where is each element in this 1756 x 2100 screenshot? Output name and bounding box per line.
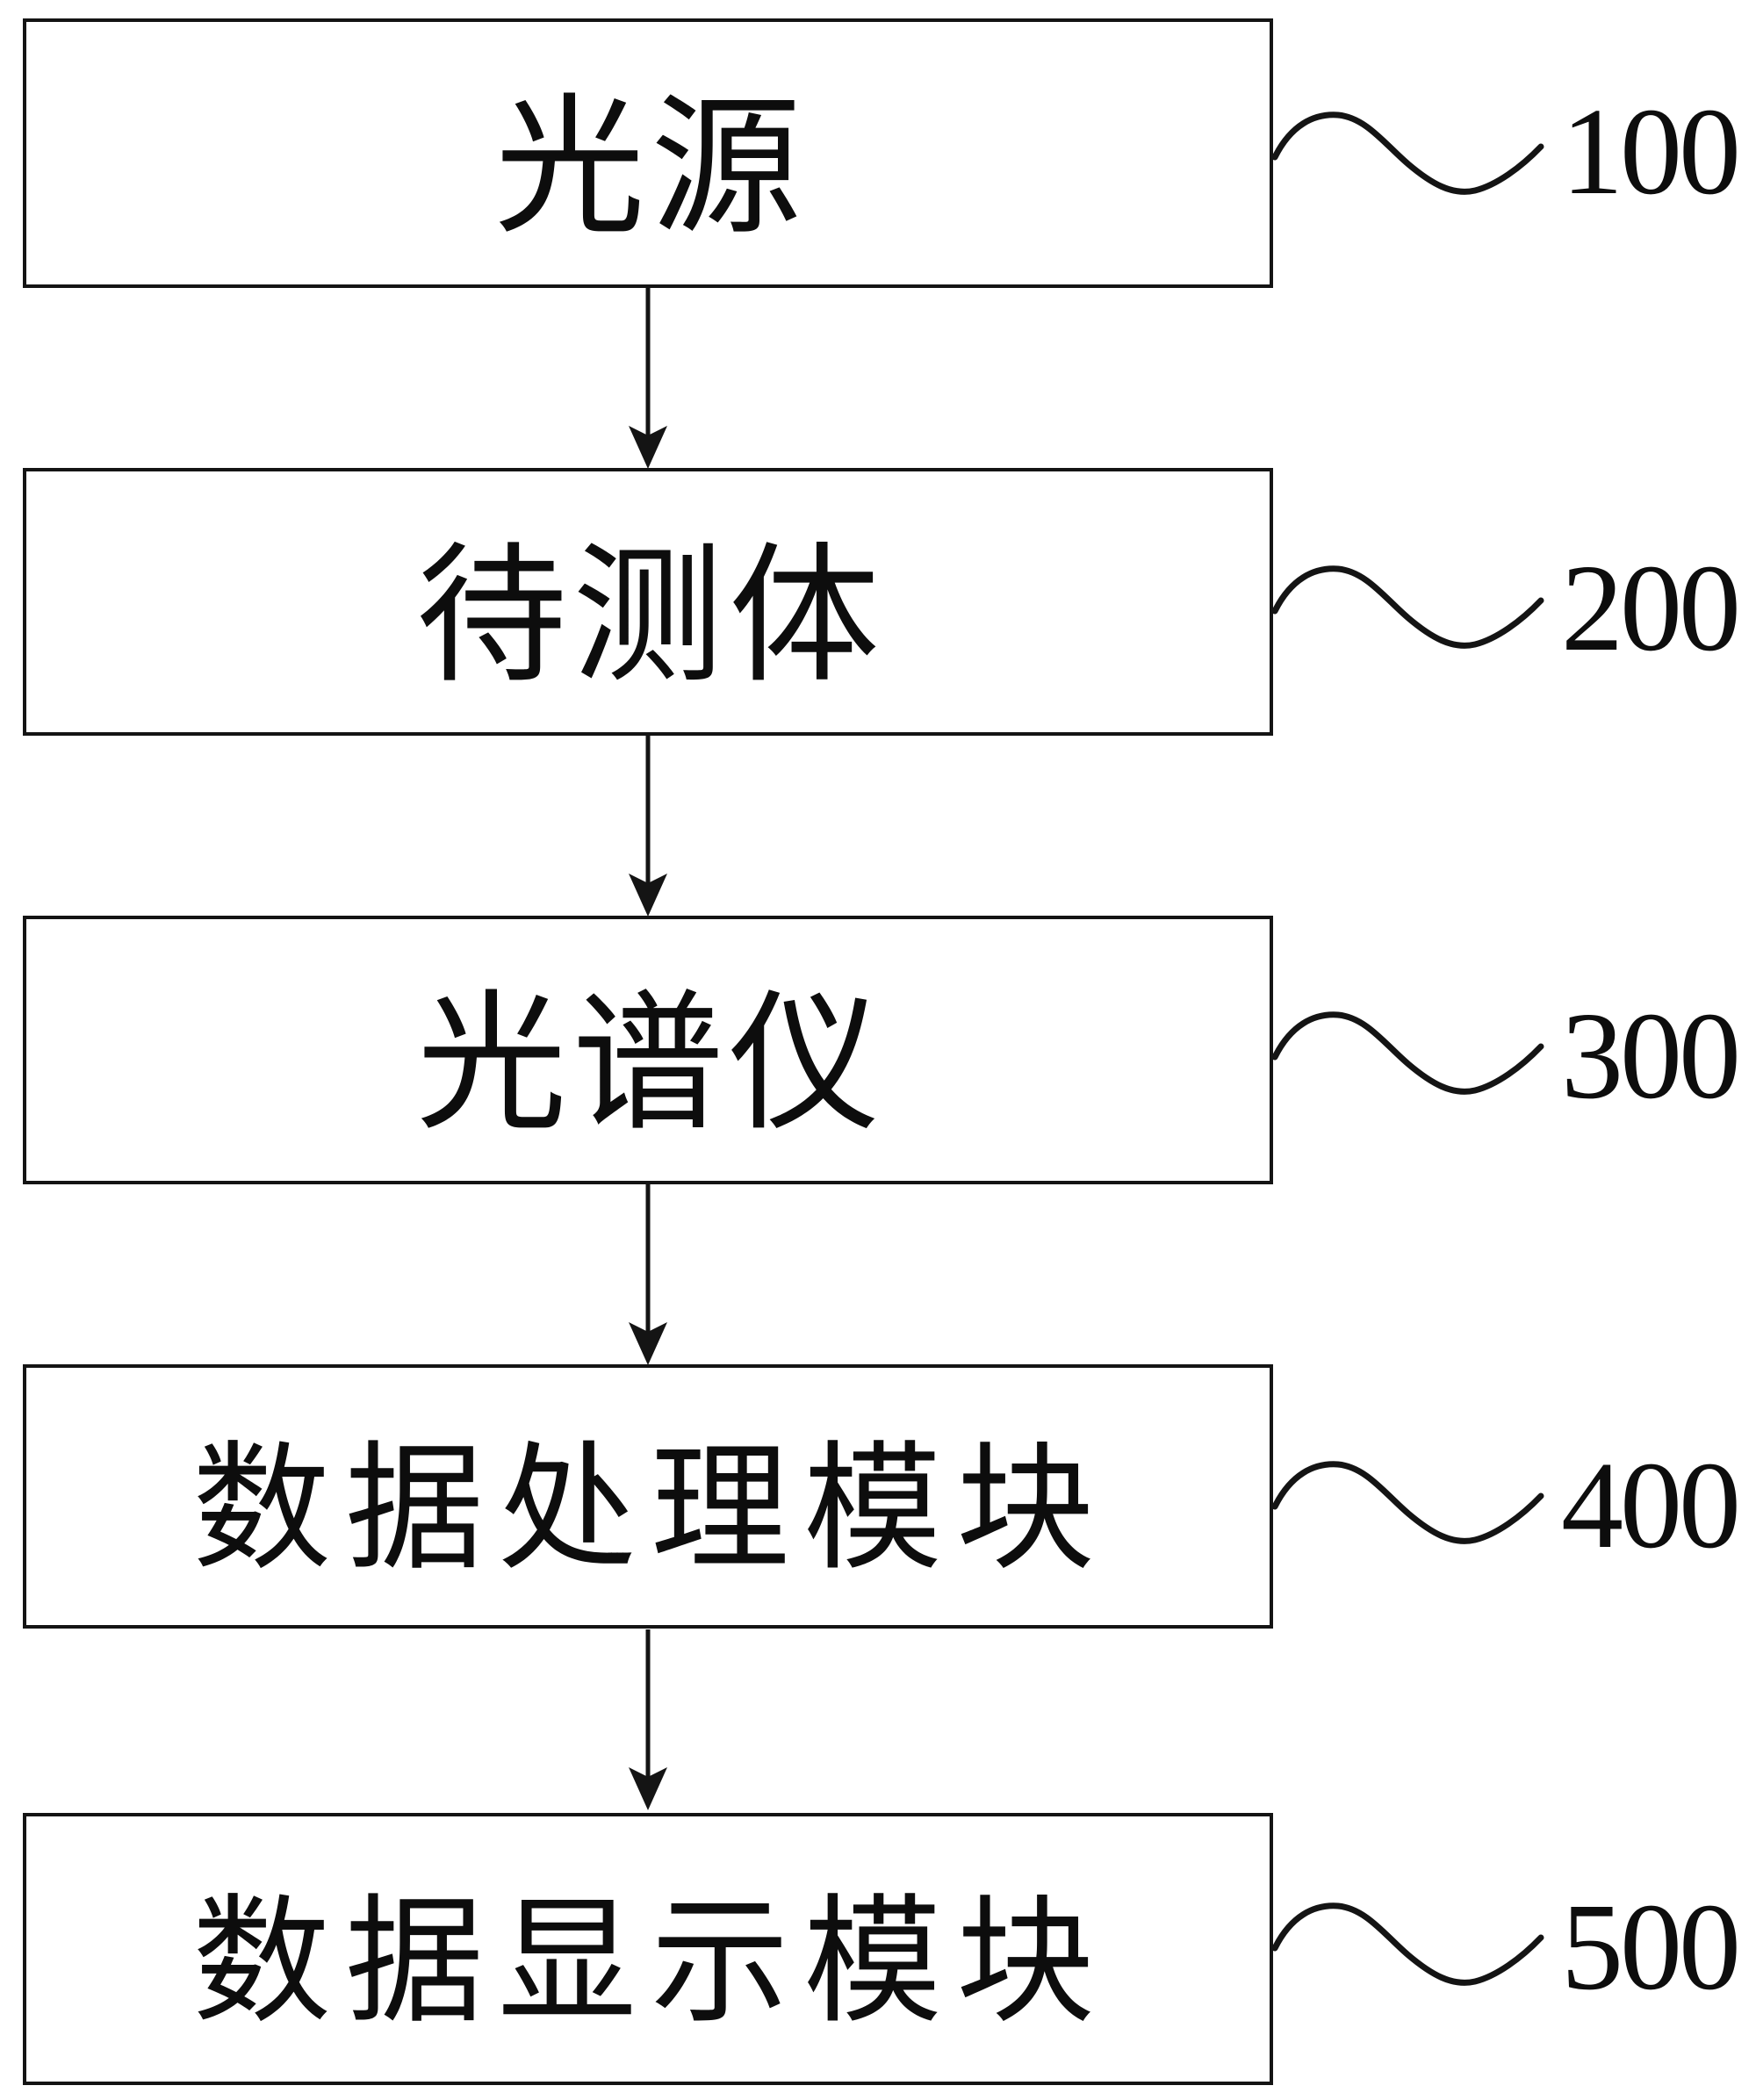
flow-arrow-down bbox=[629, 288, 667, 469]
reference-number: 400 bbox=[1561, 1435, 1741, 1574]
flow-arrow-down bbox=[629, 736, 667, 917]
node-label: 光源 bbox=[494, 85, 807, 253]
node-label: 数据处理模块 bbox=[192, 1434, 1109, 1587]
wavy-connector bbox=[1273, 1461, 1544, 1544]
node-label: 待测体 bbox=[416, 534, 885, 701]
reference-number: 200 bbox=[1561, 538, 1741, 677]
node-label: 数据显示模块 bbox=[192, 1886, 1109, 2040]
wavy-connector bbox=[1273, 1011, 1544, 1095]
node-light-source: 光源 bbox=[23, 18, 1273, 288]
node-label: 光谱仪 bbox=[416, 982, 885, 1149]
flow-arrow-down bbox=[629, 1184, 667, 1365]
node-data-processing-module: 数据处理模块 bbox=[23, 1364, 1273, 1629]
wavy-connector bbox=[1273, 1902, 1544, 1986]
node-object-under-test: 待测体 bbox=[23, 468, 1273, 736]
reference-number: 500 bbox=[1561, 1877, 1741, 2016]
node-spectrometer: 光谱仪 bbox=[23, 916, 1273, 1184]
reference-number: 300 bbox=[1561, 986, 1741, 1125]
reference-number: 100 bbox=[1561, 82, 1741, 220]
wavy-connector bbox=[1273, 111, 1544, 195]
wavy-connector bbox=[1273, 565, 1544, 649]
node-data-display-module: 数据显示模块 bbox=[23, 1813, 1273, 2085]
flow-arrow-down bbox=[629, 1629, 667, 1810]
